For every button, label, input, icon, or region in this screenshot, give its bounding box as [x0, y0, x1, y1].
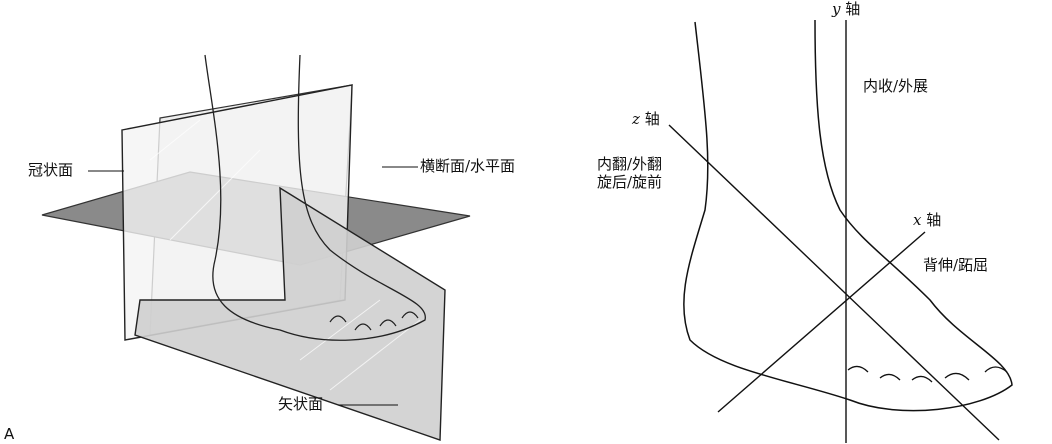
coronal-plane-label: 冠状面	[28, 161, 74, 179]
foot-axes-illustration	[668, 19, 1013, 443]
y-axis-label: y 轴	[832, 0, 861, 18]
transverse-plane-label: 横断面/水平面	[420, 157, 516, 175]
sagittal-plane	[134, 186, 446, 441]
z-axis-line	[668, 124, 1000, 441]
x-axis-line	[717, 231, 926, 413]
foot-outline	[683, 19, 1013, 412]
planes-illustration	[41, 54, 471, 441]
z-axis-label: z 轴	[632, 110, 660, 128]
leg-outline	[204, 54, 426, 341]
z-motion-label-2: 旋后/旋前	[597, 173, 663, 191]
panel-label: A	[4, 425, 15, 443]
x-axis-label: x 轴	[913, 211, 942, 229]
x-motion-label: 背伸/跖屈	[923, 256, 989, 274]
z-motion-label-1: 内翻/外翻	[597, 155, 663, 173]
sagittal-plane-label: 矢状面	[278, 395, 324, 413]
y-motion-label: 内收/外展	[863, 77, 929, 95]
